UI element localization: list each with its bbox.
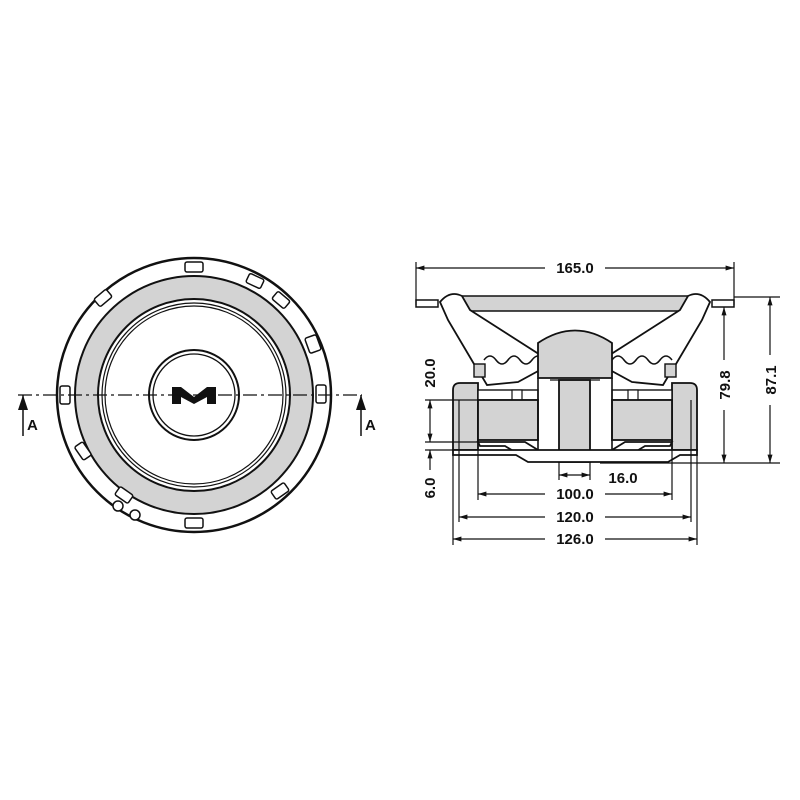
dimension-labels: 165.0 87.1 79.8 20.0 6.0 16.0 100.0 120.… (422, 260, 780, 548)
section-marker-left: A (18, 395, 38, 436)
section-label-right: A (365, 417, 376, 434)
dim-plate-thickness: 6.0 (422, 478, 439, 499)
dim-total-depth: 87.1 (763, 365, 780, 394)
dim-mounting-depth: 79.8 (717, 370, 734, 399)
mounting-tabs (59, 261, 327, 529)
side-view (415, 293, 735, 463)
dim-magnet: 120.0 (556, 509, 594, 526)
dim-magnet-height: 20.0 (422, 358, 439, 387)
brand-logo-icon: M (172, 387, 216, 404)
dim-pole-vent: 16.0 (608, 470, 637, 487)
arrow-up-icon (356, 395, 366, 410)
dim-overall-diameter: 165.0 (556, 260, 594, 277)
front-view: M A A (18, 256, 376, 534)
arrow-up-icon (18, 395, 28, 410)
dim-magnet-outer: 126.0 (556, 531, 594, 548)
dim-magnet-inner: 100.0 (556, 486, 594, 503)
section-marker-right: A (356, 395, 376, 436)
section-label-left: A (27, 417, 38, 434)
dimension-annotations (415, 262, 780, 545)
